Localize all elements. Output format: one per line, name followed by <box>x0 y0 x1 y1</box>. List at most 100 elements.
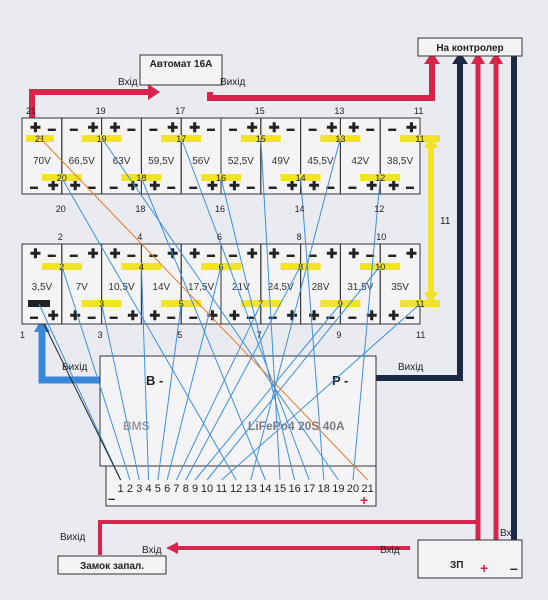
main-cables <box>29 52 521 565</box>
plus-terminal: ✚ <box>189 120 200 135</box>
busbar-strip <box>41 174 82 181</box>
balance-wire <box>39 137 368 481</box>
bottom-cell-voltage: 17,5V <box>188 282 214 293</box>
plus-terminal: ✚ <box>48 308 59 323</box>
top-cell-voltage: 49V <box>272 156 290 167</box>
bms-b-out-label: Вихід <box>62 362 87 373</box>
minus-terminal: ▬ <box>388 124 396 133</box>
balance-wire <box>220 177 296 481</box>
terminal-number: 19 <box>96 106 106 116</box>
minus-terminal: ▬ <box>70 250 78 259</box>
balance-wire <box>101 303 140 481</box>
busbar-strip <box>28 300 50 307</box>
automat-in-label: Вхід <box>118 77 138 88</box>
plus-terminal: ✚ <box>348 120 359 135</box>
plus-terminal: ✚ <box>189 246 200 261</box>
busbar-label: 11 <box>415 134 424 144</box>
terminal-number: 13 <box>334 106 344 116</box>
bms-pin-number: 11 <box>216 483 227 495</box>
red-cable-to-automat <box>29 89 148 118</box>
bms-b-minus: B - <box>146 373 163 388</box>
bms-pin-number: 3 <box>136 483 142 495</box>
bms-pin-number: 18 <box>318 483 330 495</box>
balance-wire <box>250 137 341 481</box>
bottom-cell-voltage: 31,5V <box>347 282 373 293</box>
plus-terminal: ✚ <box>127 308 138 323</box>
top-cell-voltage: 52,5V <box>228 156 254 167</box>
balance-wire <box>140 265 150 481</box>
plus-terminal: ✚ <box>30 246 41 261</box>
balance-wire <box>185 265 302 481</box>
terminal-number: 3 <box>98 330 103 340</box>
balance-wire <box>101 137 339 481</box>
automat-box: Автомат 16А Вхід Вихід <box>118 54 245 88</box>
terminal-number: 21 <box>26 106 36 116</box>
terminal-number: 14 <box>295 204 305 214</box>
minus-terminal: ▬ <box>30 182 38 191</box>
top-cell-voltage: 42V <box>351 156 369 167</box>
balance-wire <box>43 323 122 481</box>
balance-wire <box>352 177 381 481</box>
minus-terminal: ▬ <box>326 182 334 191</box>
busbar-strip <box>201 174 241 181</box>
bms-pin-number: 8 <box>183 483 189 495</box>
plus-terminal: ✚ <box>287 178 298 193</box>
minus-terminal: ▬ <box>388 250 396 259</box>
busbar-label: 19 <box>97 134 107 144</box>
plus-terminal: ✚ <box>110 246 121 261</box>
minus-terminal: ▬ <box>348 182 356 191</box>
minus-terminal: ▬ <box>30 312 38 321</box>
minus-terminal: ▬ <box>406 182 414 191</box>
plus-terminal: ✚ <box>269 246 280 261</box>
red-cable-to-ignition <box>98 520 478 555</box>
plus-terminal: ✚ <box>247 120 258 135</box>
ignition-title: Замок запал. <box>80 561 144 572</box>
terminal-number: 20 <box>56 204 66 214</box>
top-cell-voltage: 63V <box>113 156 131 167</box>
balance-wire <box>38 303 122 481</box>
bms-pin-number: 16 <box>288 483 300 495</box>
plus-terminal: ✚ <box>406 120 417 135</box>
plus-terminal: ✚ <box>388 308 399 323</box>
bottom-cell-voltage: 24,5V <box>268 282 294 293</box>
minus-terminal: ▬ <box>247 182 255 191</box>
bms-model: LiFePo4 20S 40A <box>248 419 345 433</box>
minus-terminal: ▬ <box>366 124 374 133</box>
bottom-cell <box>379 243 421 325</box>
balance-wires <box>38 137 421 481</box>
busbar-strip <box>161 300 202 307</box>
terminal-number: 1 <box>20 330 25 340</box>
top-cell-voltage: 38,5V <box>387 156 413 167</box>
minus-terminal: ▬ <box>48 124 56 133</box>
terminal-number: 11 <box>416 330 425 340</box>
top-battery-row: 70V✚▬✚▬66,5V✚▬✚▬63V✚▬✚▬59,5V✚▬✚▬56V✚▬✚▬5… <box>21 117 440 195</box>
balance-wire <box>166 265 222 481</box>
charger-minus: – <box>510 560 518 576</box>
bms-pin-number: 14 <box>259 483 271 495</box>
plus-terminal: ✚ <box>127 178 138 193</box>
busbar-label: 20 <box>57 173 67 183</box>
terminal-number: 9 <box>336 330 341 340</box>
minus-terminal: ▬ <box>167 312 175 321</box>
minus-terminal: ▬ <box>127 124 135 133</box>
charger-box: ЗП + – Вхід Вх <box>380 528 523 579</box>
bms-pin-number: 20 <box>347 483 359 495</box>
balance-wire <box>175 303 262 481</box>
minus-terminal: ▬ <box>207 250 215 259</box>
bms-pin-number: 6 <box>164 483 170 495</box>
busbar-label: 10 <box>375 262 385 272</box>
top-cell-voltage: 59,5V <box>148 156 174 167</box>
plus-terminal: ✚ <box>70 308 81 323</box>
balance-wire <box>61 177 237 481</box>
arrow-to-controller-1 <box>424 52 440 64</box>
bms-name: BMS <box>123 419 150 433</box>
ignition-box: Замок запал. Вхід Вихід <box>57 532 167 575</box>
minus-terminal: ▬ <box>88 312 96 321</box>
minus-terminal: ▬ <box>110 312 118 321</box>
balance-wire <box>221 303 421 481</box>
arrow-to-controller-4 <box>489 52 503 64</box>
bms-pin-number: 13 <box>245 483 257 495</box>
bms-pin-number: 10 <box>201 483 213 495</box>
balance-wire <box>140 177 266 481</box>
bms-pin-number: 5 <box>155 483 161 495</box>
